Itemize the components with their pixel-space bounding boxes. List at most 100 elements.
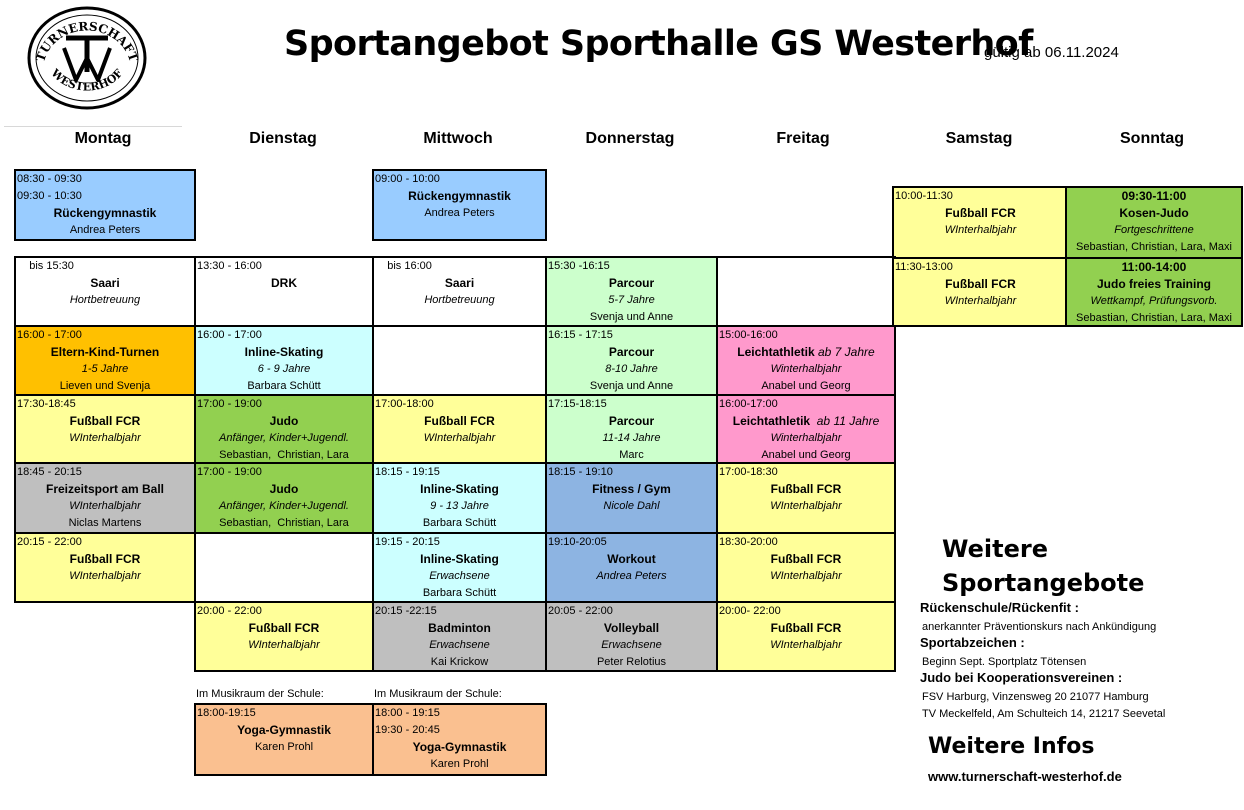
slot-line: Svenja und Anne xyxy=(547,378,716,394)
slot-line: Erwachsene xyxy=(374,637,545,654)
slot-line-text: Fußball FCR xyxy=(945,206,1016,220)
slot-line-text: Andrea Peters xyxy=(424,207,495,219)
slot-line: Fußball FCR xyxy=(16,551,194,568)
slot-line: WInterhalbjahr xyxy=(16,568,194,585)
slot-line-text: Fußball FCR xyxy=(69,552,141,566)
slot-line-text: Fußball FCR xyxy=(770,621,842,635)
slot-line: WInterhalbjahr xyxy=(374,430,545,447)
slot-line: 18:00 - 19:15 xyxy=(374,705,545,722)
slot-line: Sebastian, Christian, Lara, Maxi xyxy=(1067,239,1241,256)
slot-line-text: Inline-Skating xyxy=(420,482,499,496)
slot-line-text: 20:05 - 22:00 xyxy=(548,605,613,617)
slot-line: Leichtathletik ab 7 Jahre xyxy=(718,344,894,361)
offer-heading: Sportabzeichen : xyxy=(920,635,1025,650)
slot-line-text: Karen Prohl xyxy=(254,741,314,753)
slot-line-text: Fortgeschrittene xyxy=(1114,224,1194,236)
website-link[interactable]: www.turnerschaft-westerhof.de xyxy=(928,769,1122,784)
slot-line-text: WInterhalbjahr xyxy=(770,639,842,651)
slot-line-text: 11:00-14:00 xyxy=(1121,260,1187,274)
slot-line: bis 15:30 xyxy=(16,258,194,275)
slot-line-text: 18:15 - 19:10 xyxy=(548,466,613,478)
more-offers-title: Weitere Sportangebote xyxy=(942,535,1145,597)
offer-text: anerkannter Präventionskurs nach Ankündi… xyxy=(922,621,1157,633)
slot-line-text: Barbara Schütt xyxy=(247,380,321,392)
slot-line-text: WInterhalbjahr xyxy=(69,432,141,444)
slot-line-text: Fußball FCR xyxy=(248,621,320,635)
slot-line-text: Fußball FCR xyxy=(69,414,141,428)
slot-line: 17:00-18:00 xyxy=(374,396,545,413)
slot-line-text: Niclas Martens xyxy=(68,517,142,529)
slot-line-text: 1-5 Jahre xyxy=(81,363,129,375)
slot-line-text: 16:00-17:00 xyxy=(719,398,778,410)
slot-line: Fußball FCR xyxy=(374,413,545,430)
slot-line: Lieven und Svenja xyxy=(16,378,194,394)
slot-line-text: Eltern-Kind-Turnen xyxy=(50,345,160,359)
day-header-wednesday: Mittwoch xyxy=(423,130,493,147)
slot-line: Fußball FCR xyxy=(894,276,1067,293)
logo-divider xyxy=(4,126,182,127)
slot-line: Svenja und Anne xyxy=(547,309,716,325)
slot-line: Sebastian, Christian, Lara xyxy=(196,515,372,532)
slot-line: WInterhalbjahr xyxy=(16,498,194,515)
slot-line-text: Sebastian, Christian, Lara, Maxi xyxy=(1076,241,1232,253)
slot-line-text: bis 15:30 xyxy=(17,260,74,272)
slot-line-text: WInterhalbjahr xyxy=(770,570,842,582)
slot-line-text: 11:30-13:00 xyxy=(895,261,953,273)
slot-line: 16:15 - 17:15 xyxy=(547,327,716,344)
slot-line: 18:15 - 19:15 xyxy=(374,464,545,481)
slot-line: Judo freies Training xyxy=(1067,276,1241,293)
slot-line-text: 16:15 - 17:15 xyxy=(548,329,613,341)
slot-line-text: Kai Krickow xyxy=(430,656,489,668)
slot-line: Karen Prohl xyxy=(196,739,372,756)
slot-line-text: WInterhalbjahr xyxy=(944,224,1017,236)
slot-line: 5-7 Jahre xyxy=(547,292,716,309)
day-header-friday: Freitag xyxy=(776,130,830,147)
slot-line-text: 09:00 - 10:00 xyxy=(375,173,440,185)
slot-line: WInterhalbjahr xyxy=(894,293,1067,310)
slot-line: Inline-Skating xyxy=(374,481,545,498)
slot-line-age: ab 11 Jahre xyxy=(810,414,880,428)
slot-line: Hortbetreuung xyxy=(374,292,545,309)
music-room-note: Im Musikraum der Schule: xyxy=(374,688,502,700)
slot-line-text: Fußball FCR xyxy=(770,552,842,566)
slot-line-text: Fußball FCR xyxy=(770,482,842,496)
slot-line-text: Karen Prohl xyxy=(430,758,489,770)
slot-line: 6 - 9 Jahre xyxy=(196,361,372,378)
slot-line: Karen Prohl xyxy=(374,756,545,773)
slot-line-text: Barbara Schütt xyxy=(422,587,497,599)
offer-heading: Rückenschule/Rückenfit : xyxy=(920,600,1079,615)
day-header-thursday: Donnerstag xyxy=(585,130,675,147)
slot-line-text: Anabel und Georg xyxy=(761,449,851,461)
slot-line: Saari xyxy=(374,275,545,292)
slot-line-text: WInterhalbjahr xyxy=(69,500,141,512)
slot-line: 20:00 - 22:00 xyxy=(196,603,372,620)
slot-line-text: Andrea Peters xyxy=(596,570,667,582)
slot-line-text: Erwachsene xyxy=(429,570,490,582)
slot-line: 15:30 -16:15 xyxy=(547,258,716,275)
slot-line-text: Judo xyxy=(269,482,299,496)
slot-line-text: 13:30 - 16:00 xyxy=(197,260,262,272)
slot-line: Andrea Peters xyxy=(547,568,716,585)
slot-line: 11:30-13:00 xyxy=(894,259,1067,276)
slot-line: 17:00 - 19:00 xyxy=(196,396,372,413)
slot-line: 8-10 Jahre xyxy=(547,361,716,378)
slot-line: 16:00-17:00 xyxy=(718,396,894,413)
slot-line: Peter Relotius xyxy=(547,654,716,670)
slot-line: 16:00 - 17:00 xyxy=(196,327,372,344)
slot-line: 16:00 - 17:00 xyxy=(16,327,194,344)
slot-line: 17:30-18:45 xyxy=(16,396,194,413)
slot-line-text: Anfänger, Kinder+Jugendl. xyxy=(219,500,349,512)
